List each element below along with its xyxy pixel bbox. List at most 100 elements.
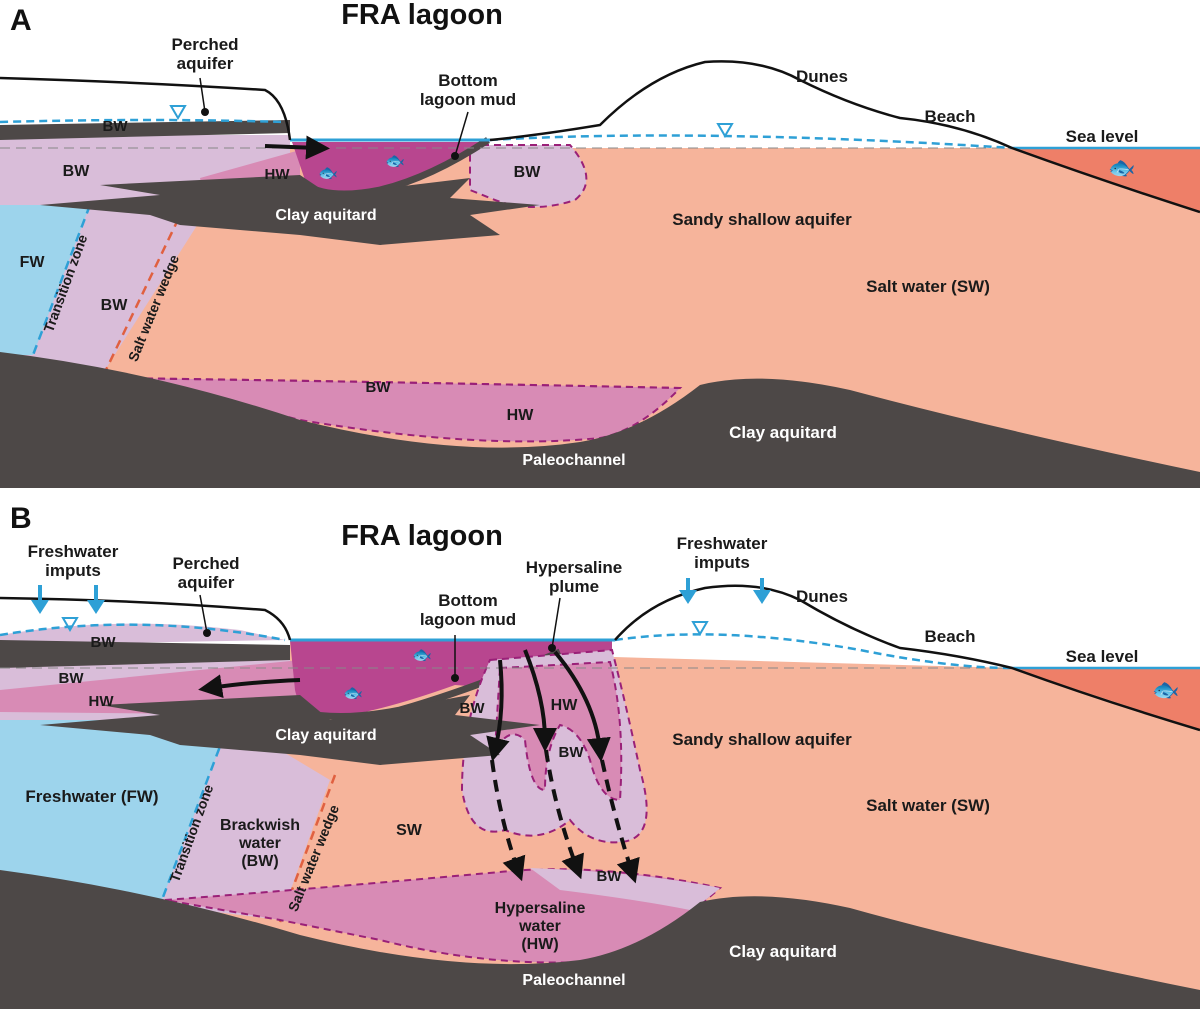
- sea-level-label: Sea level: [1066, 127, 1139, 146]
- bottom-clay-aquitard: [0, 870, 1200, 1009]
- hw-label: HW: [265, 166, 291, 183]
- fish-icon: 🐟: [385, 153, 405, 170]
- land-surface-right: [489, 60, 1200, 214]
- bw-label: BW: [59, 670, 85, 687]
- hypersaline-plume-hw: [494, 660, 623, 802]
- fish-icon: 🐟: [1152, 677, 1179, 702]
- bw-label: BW: [559, 744, 585, 761]
- fish-icon: 🐟: [412, 647, 432, 664]
- sandy-shallow-aquifer-label: Sandy shallow aquifer: [672, 730, 852, 749]
- salt-water-wedge-line: [278, 774, 337, 923]
- freshwater-input-arrow-icon: [753, 590, 771, 604]
- fish-icon: 🐟: [318, 165, 338, 182]
- freshwater-label: Freshwater (FW): [25, 787, 158, 806]
- panel-title: FRA lagoon: [341, 520, 503, 552]
- fw-label: FW: [20, 254, 46, 271]
- transition-zone-line: [31, 204, 92, 356]
- hw-label: HW: [507, 407, 535, 424]
- dunes-label: Dunes: [796, 587, 848, 606]
- perched-water-table: [0, 623, 286, 642]
- paleochannel-label: Paleochannel: [522, 452, 625, 469]
- bw-label: BW: [597, 868, 623, 885]
- leader-dot: [451, 674, 459, 682]
- leader-dot: [203, 629, 211, 637]
- plume-flow-arrow-dashed: [600, 759, 640, 884]
- plume-flow-arrow-dashed: [490, 759, 526, 882]
- transition-zone-line: [158, 719, 232, 906]
- fish-icon: 🐟: [1108, 155, 1135, 180]
- leader-line: [199, 77, 206, 113]
- water-table-line: [614, 633, 1013, 670]
- freshwater-zone: [0, 720, 230, 905]
- panel-letter: B: [10, 502, 32, 535]
- hw-label: HW: [89, 693, 115, 710]
- perched-water-table: [0, 118, 286, 124]
- leader-dot: [451, 152, 459, 160]
- clay-aquitard-lens: [40, 695, 540, 765]
- plume-flow-arrow-dashed: [544, 749, 584, 880]
- bw-right-zone: [469, 144, 588, 208]
- perched-clay-layer: [0, 640, 290, 668]
- bw-label: BW: [101, 297, 129, 314]
- plume-flow-arrow: [553, 650, 611, 762]
- bw-label: BW: [366, 379, 392, 396]
- flow-arrow: [198, 674, 301, 699]
- panel-divider: [0, 488, 1200, 502]
- land-surface-left: [0, 76, 292, 141]
- dunes-label: Dunes: [796, 67, 848, 86]
- beach-label: Beach: [924, 627, 975, 646]
- freshwater-input-arrow-icon: [87, 600, 105, 614]
- sandy-shallow-aquifer-label: Sandy shallow aquifer: [672, 210, 852, 229]
- paleochannel-label: Paleochannel: [522, 972, 625, 989]
- clay-aquitard-label: Clay aquitard: [729, 423, 837, 442]
- plume-flow-arrow: [486, 659, 510, 762]
- freshwater-input-arrow-icon: [679, 590, 697, 604]
- bottom-clay-aquitard: [0, 352, 1200, 488]
- water-table-marker-icon: [716, 123, 734, 138]
- water-table-marker-icon: [691, 621, 709, 636]
- leader-line: [551, 597, 561, 649]
- bw-label: BW: [460, 700, 486, 717]
- perched-clay-layer: [0, 120, 290, 140]
- clay-aquitard-label: Clay aquitard: [729, 942, 837, 961]
- clay-aquitard-label: Clay aquitard: [275, 727, 376, 744]
- beach-label: Beach: [924, 107, 975, 126]
- sea-level-label: Sea level: [1066, 647, 1139, 666]
- leader-line: [199, 594, 208, 634]
- water-table-marker-icon: [61, 617, 79, 632]
- water-table-marker-icon: [169, 105, 187, 120]
- panel-title: FRA lagoon: [341, 0, 503, 31]
- clay-aquitard-lens: [40, 175, 540, 245]
- salt-water-label: Salt water (SW): [866, 796, 990, 815]
- leader-dot: [548, 644, 556, 652]
- flow-arrow: [264, 135, 330, 160]
- freshwater-input-arrow-icon: [31, 600, 49, 614]
- lagoon-water: [292, 142, 485, 192]
- sw-label: SW: [396, 822, 423, 839]
- bw-label: BW: [63, 163, 91, 180]
- hw-label: HW: [551, 697, 579, 714]
- land-surface-right: [614, 584, 1200, 732]
- bw-label: BW: [91, 634, 117, 651]
- plume-flow-arrow: [523, 649, 557, 752]
- fish-icon: 🐟: [343, 685, 363, 702]
- land-surface-left: [0, 596, 292, 641]
- salt-water-wedge-line: [103, 204, 187, 373]
- panel-letter: A: [10, 4, 32, 37]
- salt-water-label: Salt water (SW): [866, 277, 990, 296]
- freshwater-zone: [0, 205, 90, 355]
- clay-aquitard-label: Clay aquitard: [275, 207, 376, 224]
- leader-line: [454, 111, 469, 157]
